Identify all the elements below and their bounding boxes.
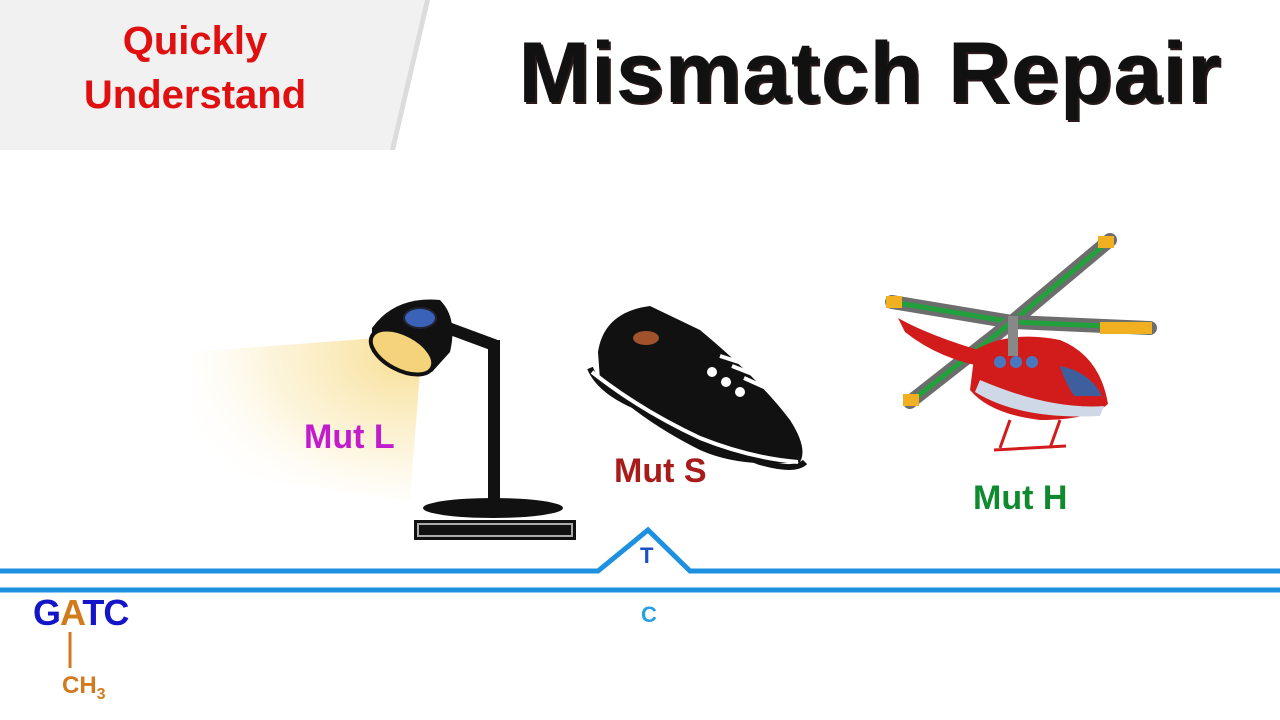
gatc-site: GATC xyxy=(33,592,129,634)
desk-lamp-icon xyxy=(190,299,576,540)
mut-h-label: Mut H xyxy=(973,479,1068,517)
mismatch-base-bottom: C xyxy=(641,602,657,627)
methyl-label: CH xyxy=(62,672,97,699)
mut-s-label: Mut S xyxy=(614,452,707,490)
methyl-group: CH3 xyxy=(62,672,106,704)
banner-line-1: Quickly xyxy=(122,19,268,63)
helicopter-icon xyxy=(885,233,1157,452)
banner-line-2: Understand xyxy=(83,73,307,117)
sneaker-icon xyxy=(587,306,808,470)
page-title: Mismatch Repair xyxy=(518,25,1222,121)
gatc-g: G xyxy=(33,592,61,633)
dna-strands xyxy=(0,526,1280,668)
gatc-a: A xyxy=(60,592,83,633)
dna-top-strand xyxy=(0,526,1280,574)
mismatch-base-top: T xyxy=(640,543,654,568)
gatc-tc: TC xyxy=(82,592,129,633)
banner-shape xyxy=(0,0,430,150)
methyl-subscript: 3 xyxy=(96,685,106,703)
banner-text: Quickly Understand xyxy=(40,14,350,122)
mut-l-label: Mut L xyxy=(304,418,395,456)
